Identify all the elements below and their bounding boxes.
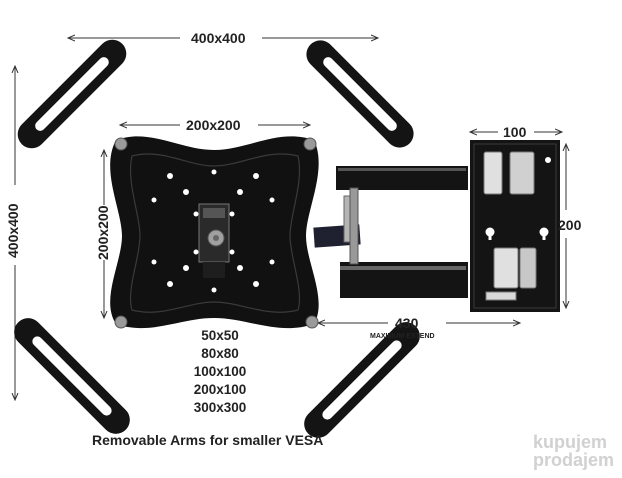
extend-value-label: 430 <box>395 315 419 331</box>
arm-top-right <box>306 40 414 148</box>
wall-bracket <box>470 140 560 312</box>
vesa-size-item: 200x100 <box>193 382 247 397</box>
arm-top-left <box>17 39 127 149</box>
watermark-line: kupujem <box>532 432 607 452</box>
watermark-line: prodajem <box>532 450 614 470</box>
inner-width-label: 200x200 <box>186 117 241 133</box>
vesa-size-item: 100x100 <box>193 364 247 379</box>
vesa-size-item: 300x300 <box>193 400 247 415</box>
tilt-bracket <box>198 203 230 278</box>
dimension-arrows <box>15 38 566 400</box>
top-width-label: 400x400 <box>191 30 246 46</box>
corner-screws <box>114 137 319 329</box>
bracket-height-label: 200 <box>558 217 582 233</box>
vesa-size-item: 50x50 <box>201 328 239 343</box>
arm-bottom-left <box>14 318 130 434</box>
vesa-size-item: 80x80 <box>201 346 239 361</box>
plate-holes <box>151 169 275 293</box>
bracket-width-label: 100 <box>503 124 527 140</box>
watermark-logo: kupujem prodajem <box>533 433 614 469</box>
left-height-label: 400x400 <box>5 203 21 258</box>
extension-arm <box>313 166 468 298</box>
inner-height-label: 200x200 <box>95 205 111 260</box>
mounting-arms <box>14 39 420 438</box>
extend-note-label: MAXIMUM EXTEND <box>370 333 435 340</box>
vesa-size-list: 50x50 80x80 100x100 200x100 300x300 <box>170 327 270 417</box>
arm-bottom-right <box>304 322 420 438</box>
caption-text: Removable Arms for smaller VESA <box>92 432 324 448</box>
